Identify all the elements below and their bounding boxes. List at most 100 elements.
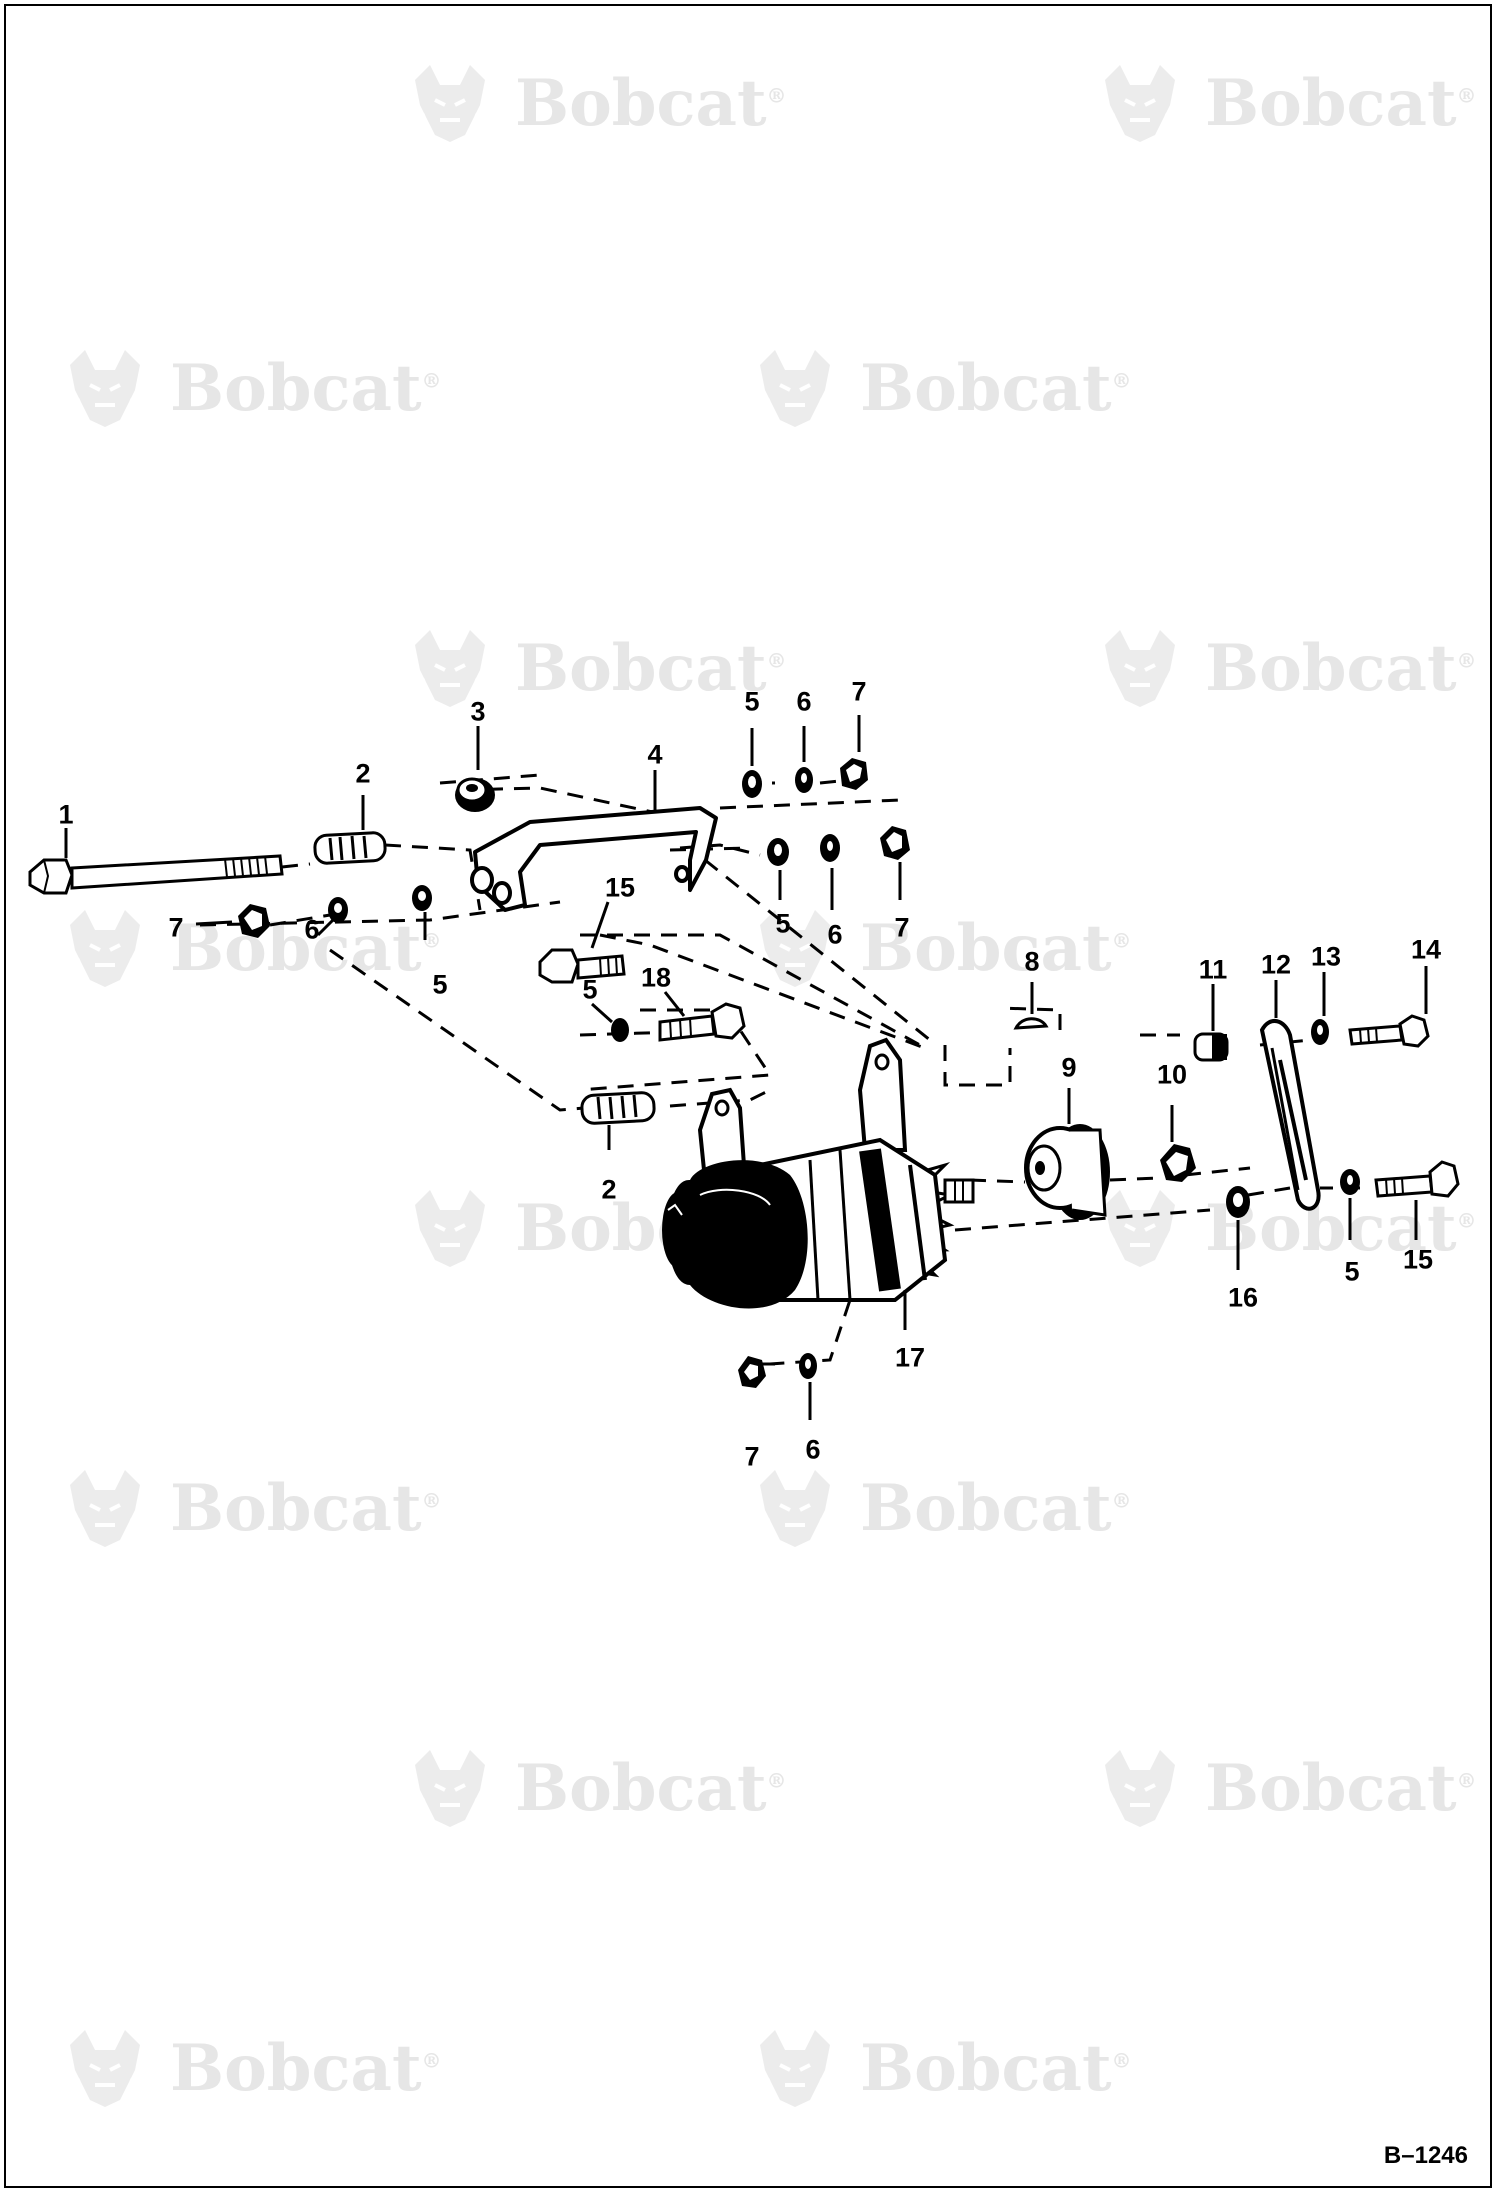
bolt-part-15-upper (538, 948, 626, 984)
hardware-group-left (238, 885, 432, 938)
bobcat-watermark-logo-icon (754, 350, 836, 427)
bobcat-watermark-word: Bobcat® (170, 351, 442, 426)
callout-7-bottom: 7 (744, 1441, 760, 1472)
woodruff-key-part-8 (1013, 1017, 1049, 1030)
bolt-part-15-lower (1340, 1160, 1460, 1198)
bobcat-watermark-word: Bobcat® (860, 911, 1132, 986)
registered-mark: ® (1111, 1488, 1132, 1513)
bolt-part-18 (611, 1002, 746, 1042)
callout-9: 9 (1061, 1052, 1077, 1083)
bobcat-watermark-word: Bobcat® (1205, 631, 1477, 706)
registered-mark: ® (421, 368, 442, 393)
bobcat-watermark-logo-icon (754, 2030, 836, 2107)
bobcat-watermark-logo-icon (1099, 630, 1181, 707)
bobcat-watermark-logo-icon (64, 1470, 146, 1547)
callout-6-left: 6 (304, 914, 320, 945)
bobcat-watermark-logo-icon (64, 350, 146, 427)
alternator-part-17 (662, 1037, 975, 1309)
callout-6-bottom: 6 (805, 1434, 821, 1465)
bobcat-watermark-word: Bobcat® (170, 911, 442, 986)
hardware-group-top-right (742, 758, 910, 866)
callout-13: 13 (1310, 941, 1342, 972)
callout-leader-lines (64, 715, 1428, 1420)
bobcat-watermark-word: Bobcat® (515, 631, 787, 706)
bobcat-watermark-logo-icon (64, 910, 146, 987)
registered-mark: ® (421, 1488, 442, 1513)
bolt-part-14 (1311, 1014, 1430, 1048)
page-border (4, 4, 1492, 2188)
callout-6-bracket: 6 (827, 919, 843, 950)
bobcat-watermark-word: Bobcat® (860, 1471, 1132, 1546)
registered-mark: ® (1456, 1768, 1477, 1793)
bobcat-watermark-word: Bobcat® (515, 1751, 787, 1826)
bobcat-watermark-word: Bobcat® (1205, 66, 1477, 141)
pulley-part-9 (1024, 1124, 1110, 1220)
registered-mark: ® (766, 83, 787, 108)
callout-7-top: 7 (851, 676, 867, 707)
registered-mark: ® (1456, 1208, 1477, 1233)
bobcat-watermark-logo-icon (64, 2030, 146, 2107)
registered-mark: ® (421, 2048, 442, 2073)
bobcat-watermark-word: Bobcat® (860, 351, 1132, 426)
bobcat-watermark-logo-icon (754, 910, 836, 987)
callout-10: 10 (1156, 1059, 1188, 1090)
callout-16: 16 (1227, 1282, 1259, 1313)
spacer-sleeve-part-2-lower (580, 1091, 656, 1125)
registered-mark: ® (1456, 648, 1477, 673)
callout-1: 1 (58, 799, 74, 830)
bobcat-watermark-logo-icon (409, 1190, 491, 1267)
callout-2-upper: 2 (355, 758, 371, 789)
registered-mark: ® (1111, 2048, 1132, 2073)
bobcat-watermark-word: Bobcat® (860, 2031, 1132, 2106)
callout-5-top: 5 (744, 686, 760, 717)
mounting-bracket-part-4 (470, 806, 718, 912)
bobcat-watermark-logo-icon (1099, 65, 1181, 142)
registered-mark: ® (1111, 928, 1132, 953)
bobcat-watermark-logo-icon (754, 1470, 836, 1547)
bobcat-watermark-logo-icon (1099, 1750, 1181, 1827)
assembly-dashed-lines (199, 773, 1391, 1366)
bobcat-watermark-logo-icon (409, 1750, 491, 1827)
callout-14: 14 (1410, 934, 1442, 965)
callout-5-right: 5 (1344, 1256, 1360, 1287)
registered-mark: ® (766, 1768, 787, 1793)
callout-7-left: 7 (168, 912, 184, 943)
bobcat-watermark-logo-icon (409, 630, 491, 707)
long-bolt-part-1 (28, 854, 284, 895)
hardware-group-bottom (738, 1353, 817, 1388)
diagram-reference-code: B–1246 (1383, 2142, 1468, 2169)
registered-mark: ® (1111, 368, 1132, 393)
adjusting-strap-part-12 (1259, 1019, 1321, 1211)
callout-4: 4 (647, 739, 663, 770)
bobcat-watermark-word: Bobcat® (1205, 1751, 1477, 1826)
callout-11: 11 (1198, 954, 1228, 985)
callout-15-upper: 15 (604, 872, 636, 903)
spacer-part-11 (1193, 1032, 1229, 1062)
spacer-sleeve-part-2-upper (313, 831, 387, 865)
bobcat-watermark-word: Bobcat® (515, 66, 787, 141)
callout-7-bracket: 7 (894, 912, 910, 943)
callout-5-left: 5 (432, 969, 448, 1000)
callout-17: 17 (894, 1342, 926, 1373)
registered-mark: ® (766, 648, 787, 673)
registered-mark: ® (1456, 83, 1477, 108)
callout-15-lower: 15 (1402, 1244, 1434, 1275)
callout-5-bracket: 5 (775, 908, 791, 939)
bobcat-watermark-word: Bobcat® (170, 2031, 442, 2106)
callout-5-mid: 5 (582, 974, 598, 1005)
nut-part-10 (1160, 1144, 1196, 1182)
callout-6-top: 6 (796, 686, 812, 717)
registered-mark: ® (421, 928, 442, 953)
bobcat-watermark-logo-icon (409, 65, 491, 142)
callout-3: 3 (470, 696, 486, 727)
callout-2-lower: 2 (601, 1174, 617, 1205)
callout-18: 18 (640, 962, 672, 993)
callout-12: 12 (1260, 949, 1292, 980)
bushing-part-3 (455, 777, 495, 812)
washer-part-16 (1226, 1186, 1250, 1218)
callout-8: 8 (1024, 946, 1040, 977)
bobcat-watermark-logo-icon (1099, 1190, 1181, 1267)
bobcat-watermark-word: Bobcat® (170, 1471, 442, 1546)
